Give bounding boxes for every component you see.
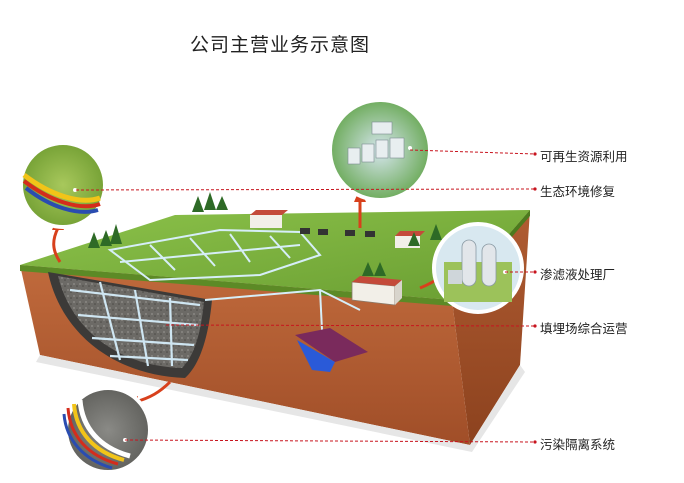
label-isolation: 污染隔离系统 — [540, 437, 616, 452]
leader-lines — [75, 149, 536, 443]
ground-shadow — [36, 355, 525, 452]
callout-ecological — [19, 141, 107, 229]
pond-rim — [295, 328, 368, 362]
office-building — [351, 276, 402, 306]
pit-waste-fill — [58, 276, 204, 368]
leader-endpoints — [533, 152, 537, 444]
landfill-pit — [48, 272, 212, 378]
leader-renewable — [409, 149, 536, 155]
callout-renewable — [328, 98, 432, 202]
arrow-to-ecological — [52, 227, 62, 263]
callout-isolation — [62, 386, 152, 474]
surface-pipes — [107, 228, 361, 331]
page-title: 公司主营业务示意图 — [189, 34, 370, 56]
pit-drainage-grid — [69, 281, 201, 367]
trees — [88, 192, 452, 276]
leader-landfill — [165, 324, 536, 327]
red-roof-building-left — [250, 210, 288, 228]
label-renewable: 可再生资源利用 — [540, 149, 628, 164]
callout-leachate — [432, 222, 524, 314]
grass-edge — [20, 265, 452, 306]
leader-ecological — [75, 188, 536, 191]
leader-isolation — [124, 439, 536, 443]
pond-body — [297, 340, 335, 372]
label-leachate: 渗滤液处理厂 — [540, 267, 616, 282]
leachate-pond — [295, 328, 368, 372]
label-landfill: 填埋场综合运营 — [540, 321, 628, 336]
equipment-row — [300, 228, 375, 237]
label-ecological: 生态环境修复 — [540, 184, 616, 199]
